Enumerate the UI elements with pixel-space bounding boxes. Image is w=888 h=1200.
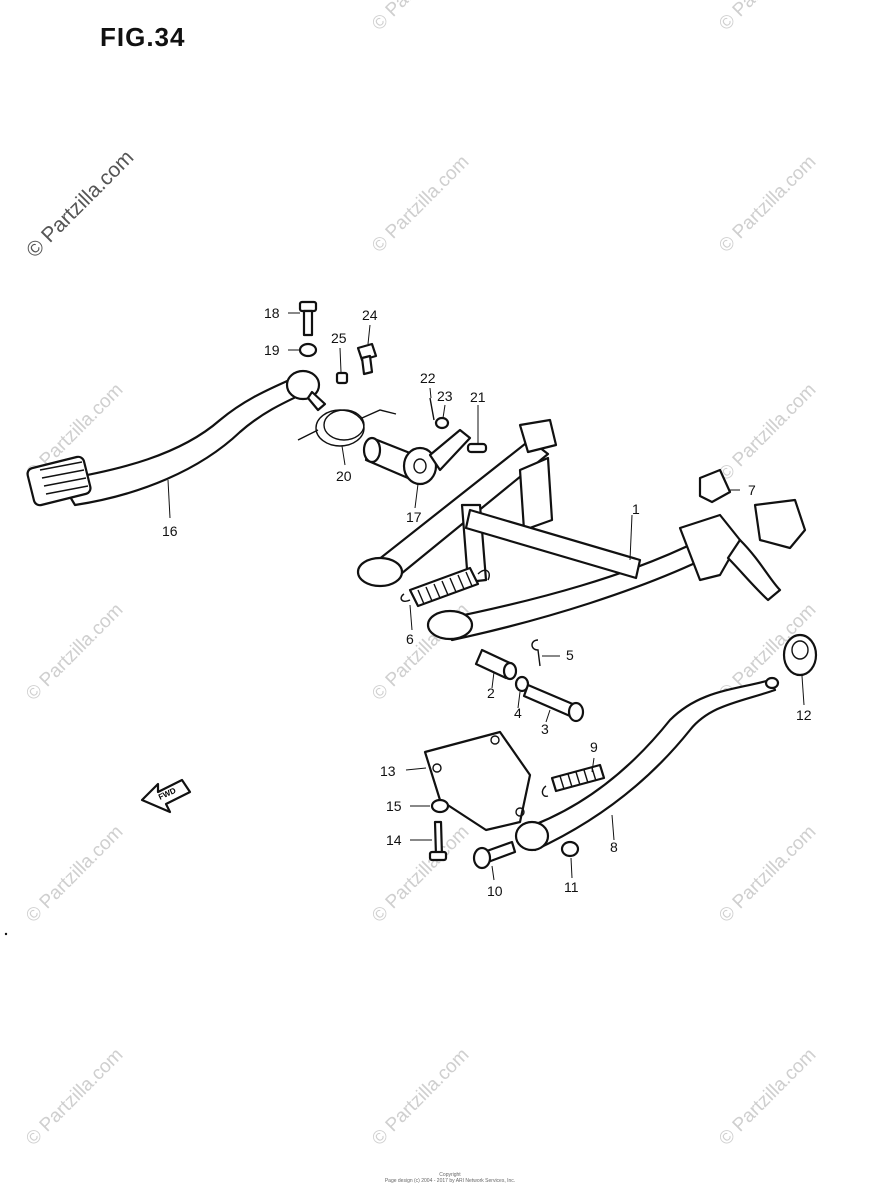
part-label: 13 [380,763,396,779]
part-label: 22 [420,370,436,386]
part-label: 15 [386,798,402,814]
part-label: 21 [470,389,486,405]
part-label: 8 [610,839,618,855]
footer-copyright: Copyright [439,1172,461,1178]
part-label: 3 [541,721,549,737]
part-label: 23 [437,388,453,404]
part-12-stopper-rubber [782,633,818,677]
part-label: 6 [406,631,414,647]
part-label: 2 [487,685,495,701]
part-label: 10 [487,883,503,899]
part-label: 11 [564,879,579,895]
part-label: 14 [386,832,402,848]
part-label: 24 [362,307,378,323]
part-14-bolt [428,820,448,862]
part-22-cotter-pin [429,397,435,421]
part-6-stand-spring [400,566,490,608]
part-19-nut [298,342,318,358]
part-24-bolt [356,342,378,376]
part-3-pivot-bolt [522,683,585,723]
part-16-brake-pedal [26,369,327,507]
part-25-nut [335,371,349,385]
part-8-side-stand [514,676,780,852]
part-label: 1 [632,501,640,517]
stray-dot [4,932,8,936]
part-label: 5 [566,647,574,663]
part-2-collar [474,648,518,681]
part-1-center-stand [356,418,807,642]
part-23-washer [434,416,450,430]
part-label: 20 [336,468,352,484]
part-label: 4 [514,705,522,721]
part-11-nut [560,840,580,858]
page-footer: Copyright Page design (c) 2004 - 2017 by… [380,1172,520,1184]
part-label: 25 [331,330,347,346]
part-label: 12 [796,707,812,723]
part-20-return-spring [297,409,397,447]
part-label: 7 [748,482,756,498]
part-9-side-stand-spring [541,763,606,798]
part-label: 9 [590,739,598,755]
part-label: 19 [264,342,280,358]
part-10-bolt [472,840,517,870]
part-13-bracket [423,730,532,832]
part-21-pin [466,442,488,454]
part-5-cotter-pin [531,639,541,667]
part-label: 16 [162,523,178,539]
fwd-arrow-icon: FWD [140,778,192,814]
part-label: 18 [264,305,280,321]
figure-title: FIG.34 [100,22,186,52]
part-labels: 1 2 3 4 5 6 7 8 9 10 11 12 13 14 15 16 1… [162,305,812,899]
part-15-washer [430,798,450,814]
footer-design-credit: Page design (c) 2004 - 2017 by ARI Netwo… [384,1178,516,1184]
leader-lines [167,312,805,881]
part-7-rubber-cap [698,468,732,504]
part-label: 17 [406,509,422,525]
part-17-pivot-shaft [362,428,472,486]
part-18-bolt [298,300,318,337]
